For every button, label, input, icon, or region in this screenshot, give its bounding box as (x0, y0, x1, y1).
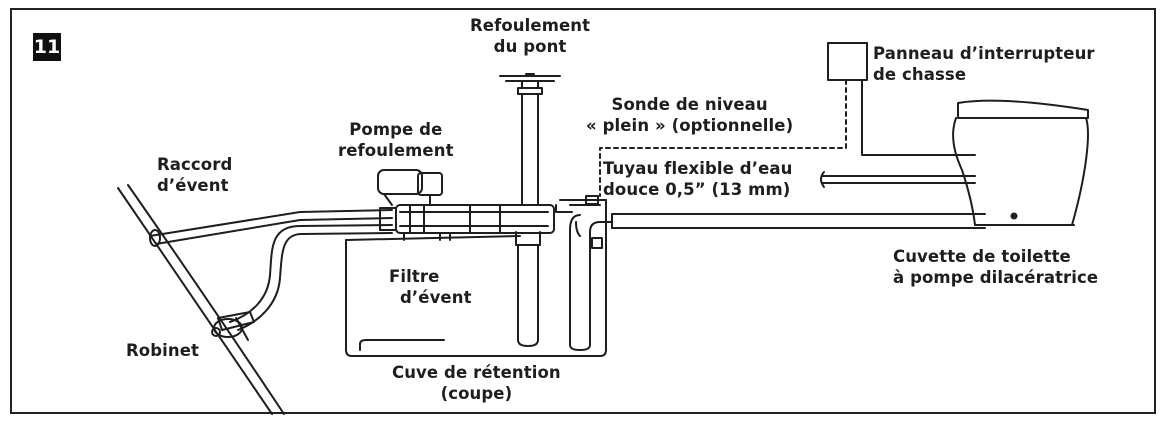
label-tuyau-flexible: Tuyau flexible d’eau douce 0,5” (13 mm) (603, 158, 792, 200)
label-line: de chasse (873, 65, 967, 84)
label-line: « plein » (optionnelle) (586, 116, 794, 135)
label-robinet: Robinet (126, 340, 199, 361)
label-line: douce 0,5” (13 mm) (603, 180, 791, 199)
label-line: (coupe) (440, 384, 513, 403)
seacock-hose (229, 224, 393, 331)
holding-tank (345, 199, 607, 357)
label-cuvette-toilette: Cuvette de toilette à pompe dilacératric… (893, 246, 1098, 288)
label-line: d’évent (157, 176, 229, 195)
flush-panel (599, 42, 976, 197)
label-line: Refoulement (470, 16, 591, 35)
label-line: Pompe de (349, 120, 443, 139)
label-line: Tuyau flexible d’eau (603, 159, 793, 178)
inlet-elbow (561, 195, 613, 351)
label-line: Sonde de niveau (611, 95, 768, 114)
discharge-pump (377, 169, 555, 241)
label-line: Robinet (126, 341, 200, 360)
label-cuve-retention: Cuve de rétention (coupe) (392, 362, 561, 404)
toilet-bowl (952, 99, 1089, 226)
label-refoulement-pont: Refoulement du pont (470, 15, 590, 57)
label-pompe-refoulement: Pompe de refoulement (338, 119, 454, 161)
label-raccord-event: Raccord d’évent (157, 154, 232, 196)
label-line: refoulement (338, 141, 454, 160)
diagram-frame (10, 8, 1156, 414)
deck-pumpout-pipe (499, 73, 561, 206)
fresh-water-hose (820, 171, 976, 188)
label-line: du pont (493, 37, 567, 56)
label-line: Panneau d’interrupteur (873, 44, 1095, 63)
figure-number-badge: 11 (33, 33, 61, 61)
label-filtre-event: Filtre d’évent (389, 266, 472, 308)
label-line: Raccord (157, 155, 233, 174)
seacock-valve (211, 311, 255, 341)
toilet-discharge-hose (611, 213, 986, 229)
label-line: Cuvette de toilette (893, 247, 1071, 266)
label-panneau-interrupteur: Panneau d’interrupteur de chasse (873, 43, 1095, 85)
label-line: Cuve de rétention (392, 363, 561, 382)
label-line: à pompe dilacératrice (893, 268, 1099, 287)
tank-pipes (515, 204, 573, 347)
label-line: Filtre (389, 267, 440, 286)
boat-hull (117, 184, 285, 415)
label-sonde-niveau: Sonde de niveau « plein » (optionnelle) (586, 94, 793, 136)
label-line: d’évent (400, 288, 472, 307)
vent-line (149, 209, 393, 247)
